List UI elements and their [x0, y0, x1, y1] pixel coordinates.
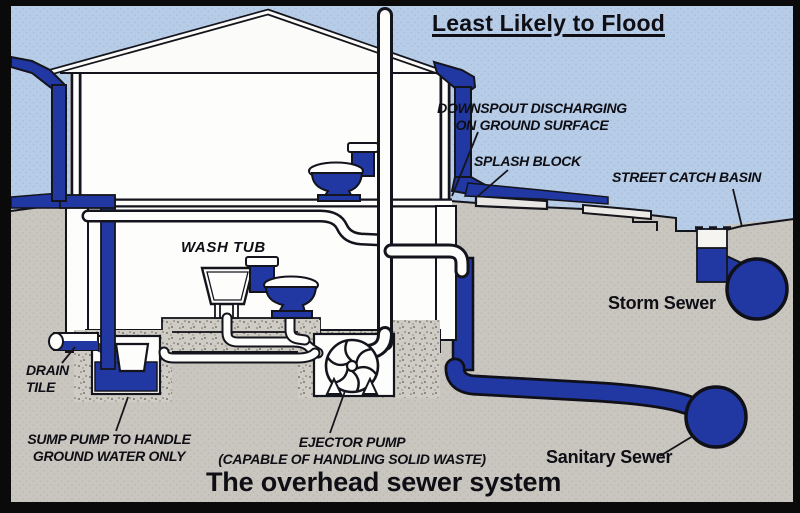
label-splash-block: SPLASH BLOCK — [474, 153, 581, 169]
label-sump-pump: SUMP PUMP TO HANDLE GROUND WATER ONLY — [27, 431, 191, 464]
foundation-right — [435, 205, 457, 341]
sump-pump — [114, 342, 150, 373]
leader-lines — [61, 131, 743, 457]
basement-toilet — [245, 256, 319, 319]
ejector-pump — [324, 338, 380, 395]
sump-discharge-riser — [100, 196, 116, 370]
drain-piping — [81, 7, 470, 364]
label-drain-tile: DRAIN TILE — [26, 362, 69, 395]
leader-ejector-pump — [329, 390, 346, 434]
label-storm-sewer: Storm Sewer — [608, 293, 716, 313]
label-street-catch-basin: STREET CATCH BASIN — [612, 169, 762, 185]
leader-downspout — [451, 131, 479, 197]
leader-catch-basin — [732, 188, 743, 228]
label-sanitary-sewer: Sanitary Sewer — [546, 447, 673, 467]
storm-sewer-pipe — [725, 257, 789, 321]
catch-basin-shaft — [696, 228, 728, 250]
splash-block — [474, 194, 549, 211]
sanitary-sewer-pipe — [684, 385, 748, 449]
label-downspout: DOWNSPOUT DISCHARGING ON GROUND SURFACE — [437, 100, 627, 133]
first-floor-toilet — [308, 142, 379, 202]
sump-discharge-outlet — [59, 194, 116, 209]
drain-tile-cap — [48, 332, 64, 351]
diagram-title-bottom: The overhead sewer system — [206, 467, 562, 497]
splash-water — [464, 182, 609, 205]
attic-interior — [57, 15, 440, 73]
leader-sump-pump — [115, 396, 129, 432]
label-ejector-pump: EJECTOR PUMP (CAPABLE OF HANDLING SOLID … — [218, 434, 486, 467]
label-wash-tub: WASH TUB — [181, 239, 266, 256]
leader-sanitary-sewer — [659, 435, 694, 457]
downspout-left — [10, 55, 68, 202]
leader-splash-block — [477, 169, 509, 197]
diagram-title-top: Least Likely to Flood — [432, 10, 665, 36]
sidewalk — [582, 203, 652, 221]
leader-drain-tile — [61, 346, 76, 364]
storm-sewer-system — [695, 226, 789, 321]
catch-basin-water — [696, 247, 728, 283]
wash-tub — [200, 266, 255, 319]
buried-sewer-run — [444, 256, 708, 420]
fixture-plinth — [161, 317, 321, 333]
drain-tile-water — [58, 341, 98, 350]
